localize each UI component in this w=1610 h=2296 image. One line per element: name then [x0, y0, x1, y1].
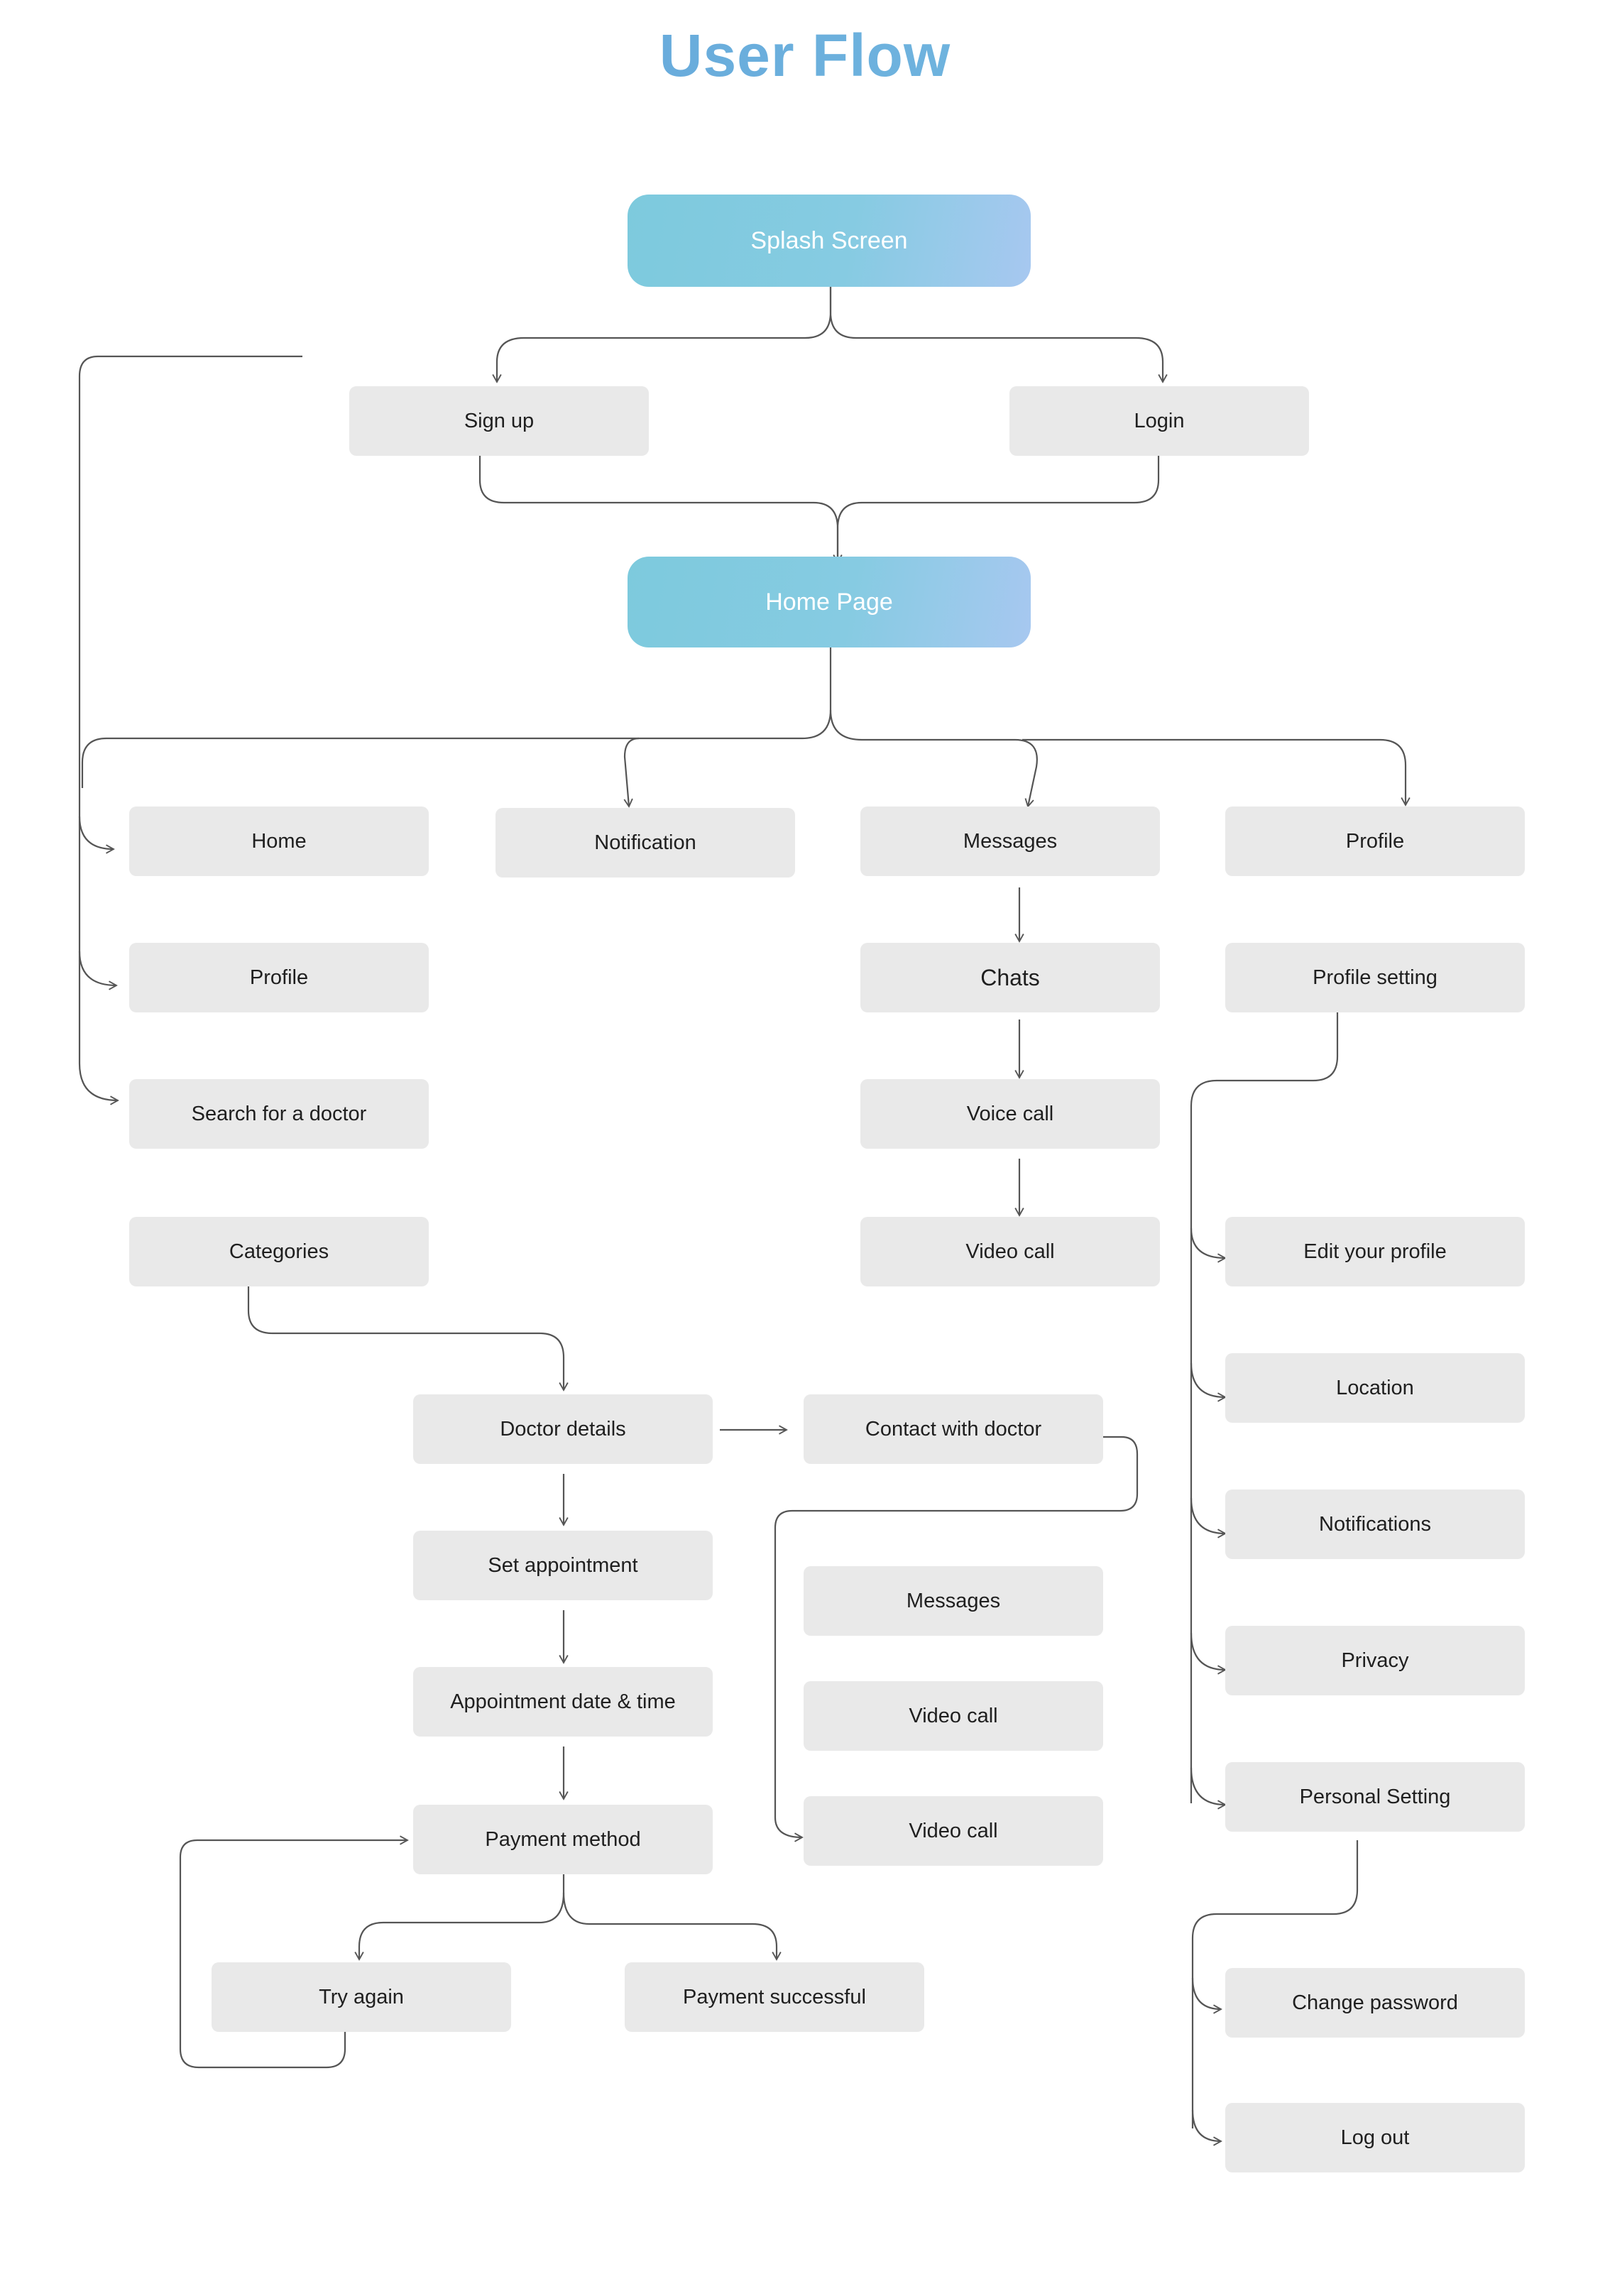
chats-node[interactable]: Chats [860, 943, 1160, 1012]
location-node[interactable]: Location [1225, 1353, 1525, 1423]
payment-method-node[interactable]: Payment method [413, 1805, 713, 1874]
splash-screen-node[interactable]: Splash Screen [628, 195, 1031, 287]
signup-node[interactable]: Sign up [349, 386, 649, 456]
connector-rail-video-call-2 [774, 1817, 804, 1842]
profile-left-node[interactable]: Profile [129, 943, 429, 1012]
try-again-node[interactable]: Try again [212, 1962, 511, 2032]
connector-rail-profile [78, 951, 118, 990]
contact-video-call-1-node[interactable]: Video call [804, 1681, 1103, 1751]
connector-hp-profile [1022, 738, 1411, 807]
set-appointment-node[interactable]: Set appointment [413, 1531, 713, 1600]
contact-doctor-node[interactable]: Contact with doctor [804, 1394, 1103, 1464]
edit-profile-node[interactable]: Edit your profile [1225, 1217, 1525, 1286]
log-out-node[interactable]: Log out [1225, 2103, 1525, 2172]
notification-node[interactable]: Notification [495, 808, 795, 878]
connector-payment-try [354, 1874, 565, 1961]
profile-setting-node[interactable]: Profile setting [1225, 943, 1525, 1012]
video-call-node[interactable]: Video call [860, 1217, 1160, 1286]
connector-hp-messages [829, 709, 1038, 808]
connector-payment-success [562, 1892, 782, 1961]
connector-categories-doctor [247, 1286, 569, 1392]
page-title: User Flow [0, 21, 1610, 90]
categories-node[interactable]: Categories [129, 1217, 429, 1286]
connector-signup-home [478, 454, 843, 564]
voice-call-node[interactable]: Voice call [860, 1079, 1160, 1149]
connector-rail-edit [1190, 1228, 1227, 1263]
connector-hp-notification [623, 737, 640, 808]
change-password-node[interactable]: Change password [1225, 1968, 1525, 2038]
contact-messages-node[interactable]: Messages [804, 1566, 1103, 1636]
connector-rail-search [78, 1063, 119, 1105]
personal-setting-node[interactable]: Personal Setting [1225, 1762, 1525, 1832]
connector-hp-home [81, 647, 832, 788]
connector-rail-home [78, 816, 115, 854]
login-node[interactable]: Login [1009, 386, 1309, 456]
connector-rail-notifications [1190, 1497, 1227, 1538]
doctor-details-node[interactable]: Doctor details [413, 1394, 713, 1464]
connector-splash-login [829, 287, 1168, 383]
connector-rail-location [1190, 1362, 1227, 1402]
connector-rail-logout [1191, 2109, 1222, 2146]
home-page-node[interactable]: Home Page [628, 557, 1031, 647]
search-doctor-node[interactable]: Search for a doctor [129, 1079, 429, 1149]
connector-try-loop [179, 1835, 409, 2069]
notifications-node[interactable]: Notifications [1225, 1489, 1525, 1559]
connector-rail-personal [1190, 1767, 1227, 1810]
messages-node[interactable]: Messages [860, 807, 1160, 876]
connector-rail-privacy [1190, 1632, 1227, 1675]
contact-video-call-2-node[interactable]: Video call [804, 1796, 1103, 1866]
profile-tab-node[interactable]: Profile [1225, 807, 1525, 876]
privacy-node[interactable]: Privacy [1225, 1626, 1525, 1695]
connector-rail-change-password [1191, 1977, 1222, 2014]
connector-login-home [836, 454, 1160, 562]
connector-splash-signup [492, 287, 832, 383]
payment-successful-node[interactable]: Payment successful [625, 1962, 924, 2032]
home-node[interactable]: Home [129, 807, 429, 876]
appointment-datetime-node[interactable]: Appointment date & time [413, 1667, 713, 1737]
